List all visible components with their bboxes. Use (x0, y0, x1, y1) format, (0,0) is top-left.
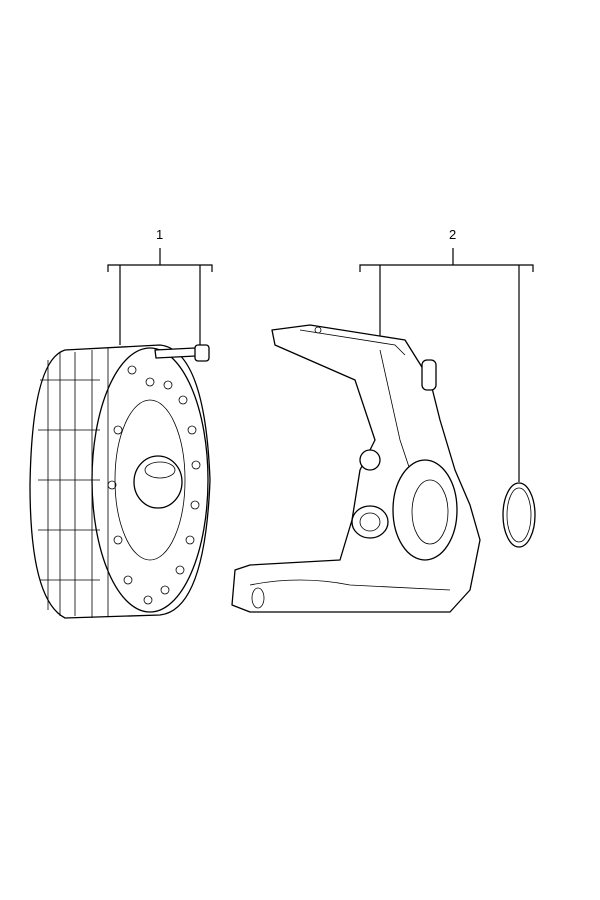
callout-bracket-1 (107, 248, 213, 348)
part-2-knuckle (231, 324, 481, 613)
part-2-circlip (502, 482, 536, 548)
callout-label-2[interactable]: 2 (449, 227, 457, 242)
part-1-hub-assembly (29, 344, 211, 619)
callout-bracket-2 (359, 248, 534, 482)
callout-label-1[interactable]: 1 (156, 227, 164, 242)
